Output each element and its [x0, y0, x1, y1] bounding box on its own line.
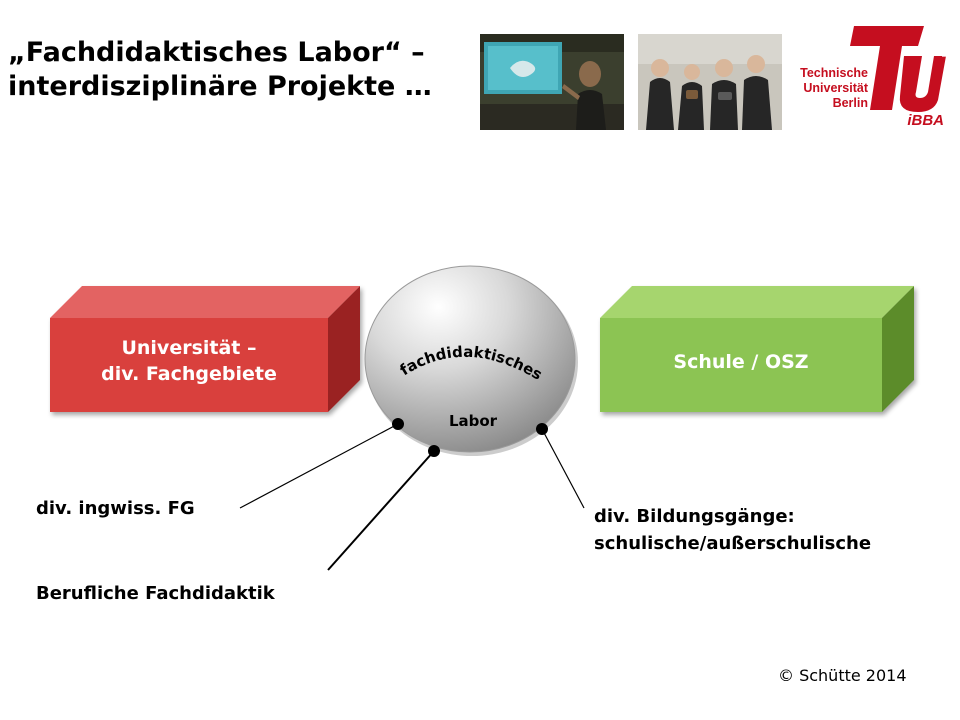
connector-fachdidaktik — [327, 450, 435, 571]
tag-bildung-line-1: div. Bildungsgänge: — [594, 506, 795, 527]
copyright-note: © Schütte 2014 — [778, 666, 907, 685]
dot-ingwiss — [392, 418, 404, 430]
connector-bildung — [541, 428, 585, 509]
university-box-front — [50, 318, 328, 412]
tu-berlin-logo-icon: berlin — [850, 22, 950, 112]
university-label-line-1: Universität – — [121, 337, 257, 359]
connector-dots — [392, 418, 548, 457]
slide-title: „Fachdidaktisches Labor“ – interdiszipli… — [8, 36, 432, 105]
university-box-label: Universität – div. Fachgebiete — [50, 336, 328, 387]
tag-ingwiss: div. ingwiss. FG — [36, 498, 195, 519]
school-box — [600, 286, 914, 412]
school-box-front — [600, 318, 882, 412]
slide-title-line-2: interdisziplinäre Projekte … — [8, 71, 432, 103]
connector-ingwiss — [239, 423, 399, 509]
tag-fachdidaktik: Berufliche Fachdidaktik — [36, 583, 275, 604]
group-photo-icon — [638, 34, 782, 130]
dot-bildung — [536, 423, 548, 435]
university-box-top — [50, 286, 360, 318]
logo-text-line-3: Berlin — [832, 95, 868, 110]
logo-subtitle: iBBA — [907, 112, 944, 129]
logo-vertical-word: berlin — [939, 22, 950, 57]
university-box-side — [328, 286, 360, 412]
presentation-photo-icon — [480, 34, 624, 130]
school-box-label: Schule / OSZ — [673, 351, 809, 373]
slide-title-line-1: „Fachdidaktisches Labor“ – — [8, 37, 425, 68]
university-box — [50, 286, 360, 412]
logo-wordmark: Technische Universität Berlin — [796, 66, 868, 110]
logo-text-line-2: Universität — [803, 80, 868, 95]
connector-lines — [239, 423, 585, 571]
logo-text-line-1: Technische — [800, 66, 868, 80]
lab-sphere: fachdidaktisches Labor — [364, 265, 578, 456]
dot-fachdidaktik — [428, 445, 440, 457]
tag-bildung-line-2: schulische/außerschulische — [594, 533, 872, 554]
tag-bildung: div. Bildungsgänge: schulische/außerschu… — [594, 503, 871, 557]
university-label-line-2: div. Fachgebiete — [101, 362, 277, 385]
school-box-side — [882, 286, 914, 412]
school-box-top — [600, 286, 914, 318]
tu-berlin-logo: Technische Universität Berlin berlin iBB… — [796, 20, 950, 138]
sphere-center-text: Labor — [449, 412, 498, 430]
